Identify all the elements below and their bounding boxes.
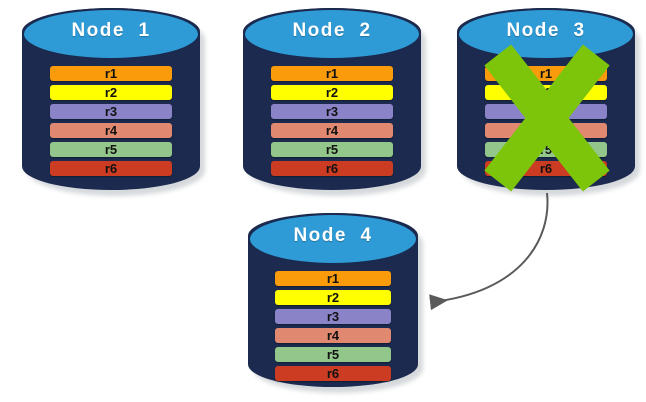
node-title: Node 1 xyxy=(71,20,151,41)
node-title: Node 2 xyxy=(292,20,372,41)
record-bar[interactable]: r6 xyxy=(271,161,393,176)
record-bar[interactable]: r2 xyxy=(485,85,607,100)
record-bar[interactable]: r2 xyxy=(50,85,172,100)
record-bar[interactable]: r4 xyxy=(485,123,607,138)
record-list: r1 r2 r3 r4 r5 r6 xyxy=(271,66,393,176)
record-bar[interactable]: r1 xyxy=(271,66,393,81)
arrow-path xyxy=(429,192,549,311)
record-bar[interactable]: r5 xyxy=(275,347,391,362)
node-top-disc xyxy=(243,8,421,60)
record-list: r1 r2 r3 r4 r5 r6 xyxy=(50,66,172,176)
record-bar[interactable]: r1 xyxy=(50,66,172,81)
node-cylinder-node-3[interactable]: Node 3 r1 r2 r3 r4 r5 r6 xyxy=(457,8,640,196)
record-bar[interactable]: r4 xyxy=(271,123,393,138)
record-bar[interactable]: r3 xyxy=(485,104,607,119)
record-bar[interactable]: r2 xyxy=(271,85,393,100)
record-bar[interactable]: r6 xyxy=(275,366,391,381)
record-bar[interactable]: r4 xyxy=(50,123,172,138)
record-bar[interactable]: r6 xyxy=(485,161,607,176)
record-bar[interactable]: r5 xyxy=(485,142,607,157)
node-cylinder-node-1[interactable]: Node 1 r1 r2 r3 r4 r5 r6 xyxy=(22,8,205,196)
record-bar[interactable]: r4 xyxy=(275,328,391,343)
record-bar[interactable]: r1 xyxy=(485,66,607,81)
node-title: Node 4 xyxy=(293,225,373,246)
node-cylinder-node-2[interactable]: Node 2 r1 r2 r3 r4 r5 r6 xyxy=(243,8,426,196)
record-bar[interactable]: r3 xyxy=(271,104,393,119)
node-cylinder-node-4[interactable]: Node 4 r1 r2 r3 r4 r5 r6 xyxy=(248,213,423,393)
record-bar[interactable]: r6 xyxy=(50,161,172,176)
node-top-disc xyxy=(22,8,200,60)
record-bar[interactable]: r2 xyxy=(275,290,391,305)
node-top-disc xyxy=(248,213,418,265)
record-bar[interactable]: r3 xyxy=(50,104,172,119)
record-list: r1 r2 r3 r4 r5 r6 xyxy=(275,271,391,381)
record-bar[interactable]: r3 xyxy=(275,309,391,324)
record-bar[interactable]: r5 xyxy=(50,142,172,157)
node-title: Node 3 xyxy=(506,20,586,41)
record-bar[interactable]: r1 xyxy=(275,271,391,286)
record-bar[interactable]: r5 xyxy=(271,142,393,157)
record-list: r1 r2 r3 r4 r5 r6 xyxy=(485,66,607,176)
